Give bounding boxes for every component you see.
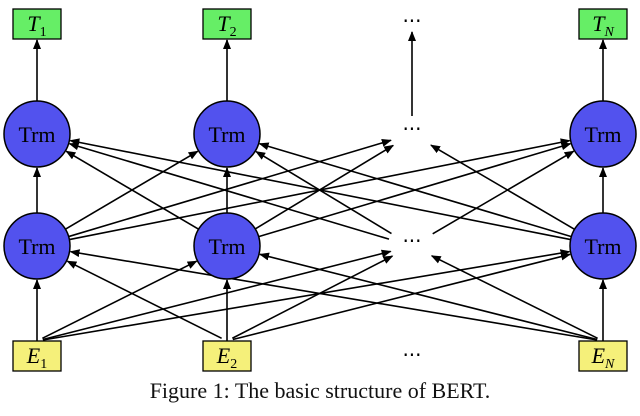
edge-dots-to-top-0: [68, 142, 390, 240]
edge-input-1-to-trm-3: [232, 252, 572, 341]
connections: [33, 31, 607, 341]
trm-node: [3, 212, 71, 280]
edge-dots-to-top-1: [255, 150, 392, 235]
ellipsis-3: ···: [402, 343, 421, 367]
edge-input-1-to-trm-0: [66, 260, 222, 340]
trm-node: [3, 100, 71, 168]
edge-trm-2-to-top-1: [258, 142, 572, 238]
edge-trm-2-to-top-2: [430, 144, 575, 230]
trm-label: Trm: [18, 234, 55, 259]
trm-node: [193, 212, 261, 280]
output-2-box: [202, 8, 252, 40]
edge-trm-1-to-top-0: [65, 150, 199, 230]
output-3-label: TN: [592, 11, 614, 40]
edge-input-0-to-trm-2: [42, 249, 392, 341]
trm-node: [193, 100, 261, 168]
trm-label: Trm: [584, 122, 621, 147]
trm-label: Trm: [208, 122, 245, 147]
trm-label: Trm: [18, 122, 55, 147]
input-1-box: [12, 340, 62, 372]
ellipsis-1: ···: [402, 117, 421, 141]
ellipsis-2: ···: [402, 229, 421, 253]
edge-trm-1-to-top-2: [254, 144, 395, 230]
input-3-box: [578, 340, 628, 372]
trm-label: Trm: [584, 234, 621, 259]
input-2-label: E2: [216, 343, 237, 372]
edge-input-2-to-trm-1: [258, 252, 598, 341]
edge-input-2-to-trm-0: [69, 249, 598, 341]
edge-input-2-to-trm-2: [430, 255, 598, 340]
nodes: [3, 8, 637, 372]
ellipsis-0: ···: [402, 9, 421, 33]
input-2-box: [202, 340, 252, 372]
edge-input-0-to-trm-3: [42, 249, 571, 341]
edge-dots-to-top-2: [432, 150, 575, 235]
input-1-label: E1: [26, 343, 47, 372]
input-3-label: EN: [591, 343, 615, 372]
trm-node: [569, 100, 637, 168]
output-2-label: T2: [217, 11, 236, 40]
output-1-box: [12, 8, 62, 40]
output-1-label: T1: [27, 11, 46, 40]
output-3-box: [578, 8, 628, 40]
edge-input-0-to-trm-1: [42, 260, 198, 340]
edge-trm-0-to-top-2: [68, 139, 392, 238]
trm-label: Trm: [208, 234, 245, 259]
figure-caption: Figure 1: The basic structure of BERT.: [149, 378, 491, 403]
trm-node: [569, 212, 637, 280]
edge-input-1-to-trm-2: [231, 255, 394, 339]
